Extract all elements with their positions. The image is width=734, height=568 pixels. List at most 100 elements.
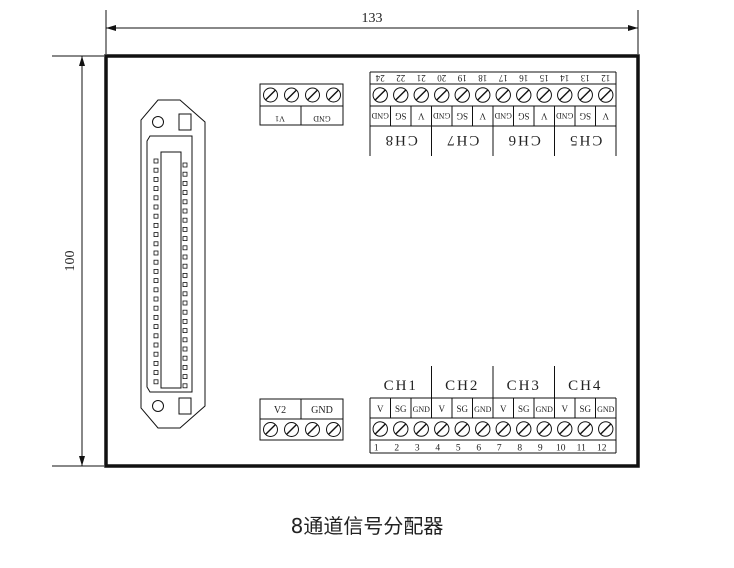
screw-terminal-icon <box>263 87 278 103</box>
top-terminal-number: 12 <box>601 73 610 83</box>
bottom-signal-label: GND <box>413 405 431 414</box>
connector-pin <box>182 254 188 260</box>
top-terminal-number: 16 <box>519 73 529 83</box>
screw-terminal-icon <box>557 421 573 437</box>
top-terminal-number: 17 <box>498 73 508 83</box>
top-signal-label: SG <box>579 111 591 121</box>
connector-pin <box>153 213 159 219</box>
bottom-terminal-number: 11 <box>577 444 586 454</box>
screw-terminal-icon <box>536 87 552 103</box>
screw-terminal-icon <box>372 87 388 103</box>
screw-terminal-icon <box>598 87 614 103</box>
screw-terminal-icon <box>326 422 341 437</box>
connector-pin <box>153 158 159 164</box>
connector-pin <box>153 314 159 320</box>
top-terminal-number: 21 <box>417 73 426 83</box>
screw-terminal-icon <box>495 87 511 103</box>
top-signal-label: V <box>418 111 425 121</box>
connector-pin <box>153 296 159 302</box>
connector-pin <box>153 360 159 366</box>
top-terminal-number: 13 <box>580 73 590 83</box>
ch2-label: CH2 <box>445 378 479 394</box>
screw-terminal-icon <box>577 87 593 103</box>
db-connector <box>140 99 206 429</box>
screw-terminal-icon <box>393 421 409 437</box>
connector-pin <box>153 324 159 330</box>
power-bottom-v2-label: V2 <box>274 405 286 416</box>
bottom-signal-label: GND <box>474 405 492 414</box>
top-signal-label: SG <box>395 111 407 121</box>
screw-terminal-icon <box>516 421 532 437</box>
power-block-bottom <box>259 398 344 441</box>
screw-terminal-icon <box>393 87 409 103</box>
power-block-top <box>259 83 344 126</box>
connector-pin <box>182 162 188 168</box>
screw-terminal-icon <box>557 87 573 103</box>
bottom-signal-label: V <box>439 404 446 414</box>
screw-terminal-icon <box>284 87 299 103</box>
connector-pin <box>182 346 188 352</box>
screw-terminal-icon <box>434 87 450 103</box>
screw-terminal-icon <box>516 87 532 103</box>
bottom-signal-label: GND <box>536 405 554 414</box>
top-signal-label: GND <box>494 111 512 120</box>
bottom-signal-label: V <box>377 404 384 414</box>
bottom-terminal-number: 10 <box>556 444 566 454</box>
ch3-label: CH3 <box>507 378 541 394</box>
bottom-terminal-number: 6 <box>476 444 481 454</box>
bottom-terminal-number: 1 <box>374 444 379 454</box>
top-signal-label: GND <box>371 111 389 120</box>
connector-pin <box>182 226 188 232</box>
connector-pin <box>153 342 159 348</box>
top-terminal-number: 18 <box>478 73 488 83</box>
bottom-terminal-number: 3 <box>415 444 420 454</box>
connector-pin <box>153 351 159 357</box>
connector-pin <box>182 291 188 297</box>
bottom-terminal-strip <box>369 366 617 454</box>
top-strip-cells: V12SG13GND14V15SG16GND17V18SG19GND20V21S… <box>371 73 614 121</box>
width-dimension <box>105 10 639 54</box>
top-terminal-number: 22 <box>396 73 405 83</box>
connector-pin <box>182 374 188 380</box>
connector-pin <box>153 305 159 311</box>
diagram-caption: 8通道信号分配器 <box>290 514 444 538</box>
connector-pin <box>182 318 188 324</box>
screw-terminal-icon <box>475 421 491 437</box>
connector-pin <box>182 190 188 196</box>
bottom-terminal-number: 8 <box>517 444 522 454</box>
screw-terminal-icon <box>577 421 593 437</box>
connector-pin <box>153 250 159 256</box>
connector-pins <box>153 158 188 389</box>
width-dimension-label: 133 <box>362 11 383 26</box>
top-signal-label: V <box>602 111 609 121</box>
connector-pin <box>153 167 159 173</box>
top-signal-label: V <box>479 111 486 121</box>
connector-pin <box>182 300 188 306</box>
power-bottom-terminals <box>263 422 341 437</box>
top-signal-label: GND <box>556 111 574 120</box>
screw-terminal-icon <box>326 87 341 103</box>
top-signal-label: SG <box>456 111 468 121</box>
bottom-terminal-number: 9 <box>538 444 543 454</box>
connector-pin <box>182 217 188 223</box>
ch1-label: CH1 <box>384 378 418 394</box>
height-dimension <box>52 55 104 467</box>
bottom-signal-label: SG <box>579 404 591 414</box>
power-top-gnd-label: GND <box>313 114 331 123</box>
connector-pin <box>153 176 159 182</box>
power-top-terminals <box>263 87 341 103</box>
connector-pin <box>182 208 188 214</box>
connector-pin <box>153 333 159 339</box>
height-dimension-label: 100 <box>63 251 78 272</box>
connector-pin <box>153 287 159 293</box>
top-terminal-number: 15 <box>539 73 549 83</box>
screw-terminal-icon <box>454 87 470 103</box>
ch7-label: CH7 <box>445 132 479 148</box>
connector-pin <box>153 241 159 247</box>
connector-pin <box>153 278 159 284</box>
top-terminal-number: 20 <box>437 73 447 83</box>
power-bottom-gnd-label: GND <box>311 405 333 416</box>
screw-terminal-icon <box>598 421 614 437</box>
connector-pin <box>182 364 188 370</box>
